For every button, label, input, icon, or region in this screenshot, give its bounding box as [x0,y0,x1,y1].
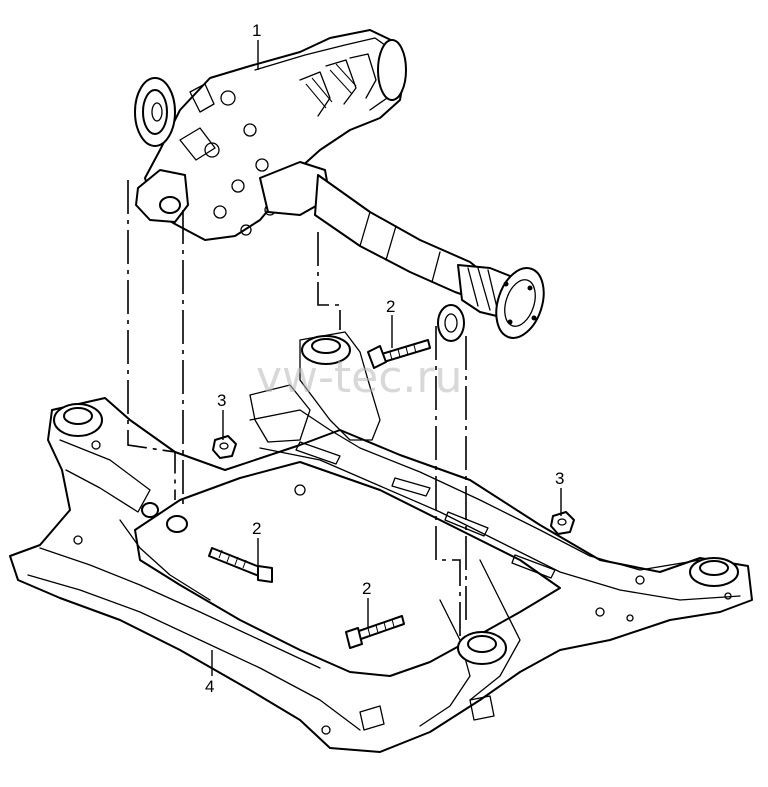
callout-3-right: 3 [555,469,564,488]
callout-leaders [211,40,562,676]
callout-1: 1 [252,21,261,40]
propshaft-tube [314,174,545,339]
callout-2-top: 2 [386,297,395,316]
callout-2-middle: 2 [252,519,261,538]
bolt-top [367,339,431,369]
callout-4: 4 [205,677,214,696]
bolt-middle [208,547,273,583]
rear-subframe [9,331,753,753]
nut-left [212,435,237,459]
watermark-text: vw-tec.ru [256,352,462,403]
bolt-bottom [345,615,405,649]
final-drive-housing [134,29,407,241]
nut-right [550,511,575,535]
assembly-guide-lines [127,180,467,640]
rubber-bushing [437,304,465,342]
callout-2-bottom: 2 [362,579,371,598]
callout-3-left: 3 [217,391,226,410]
